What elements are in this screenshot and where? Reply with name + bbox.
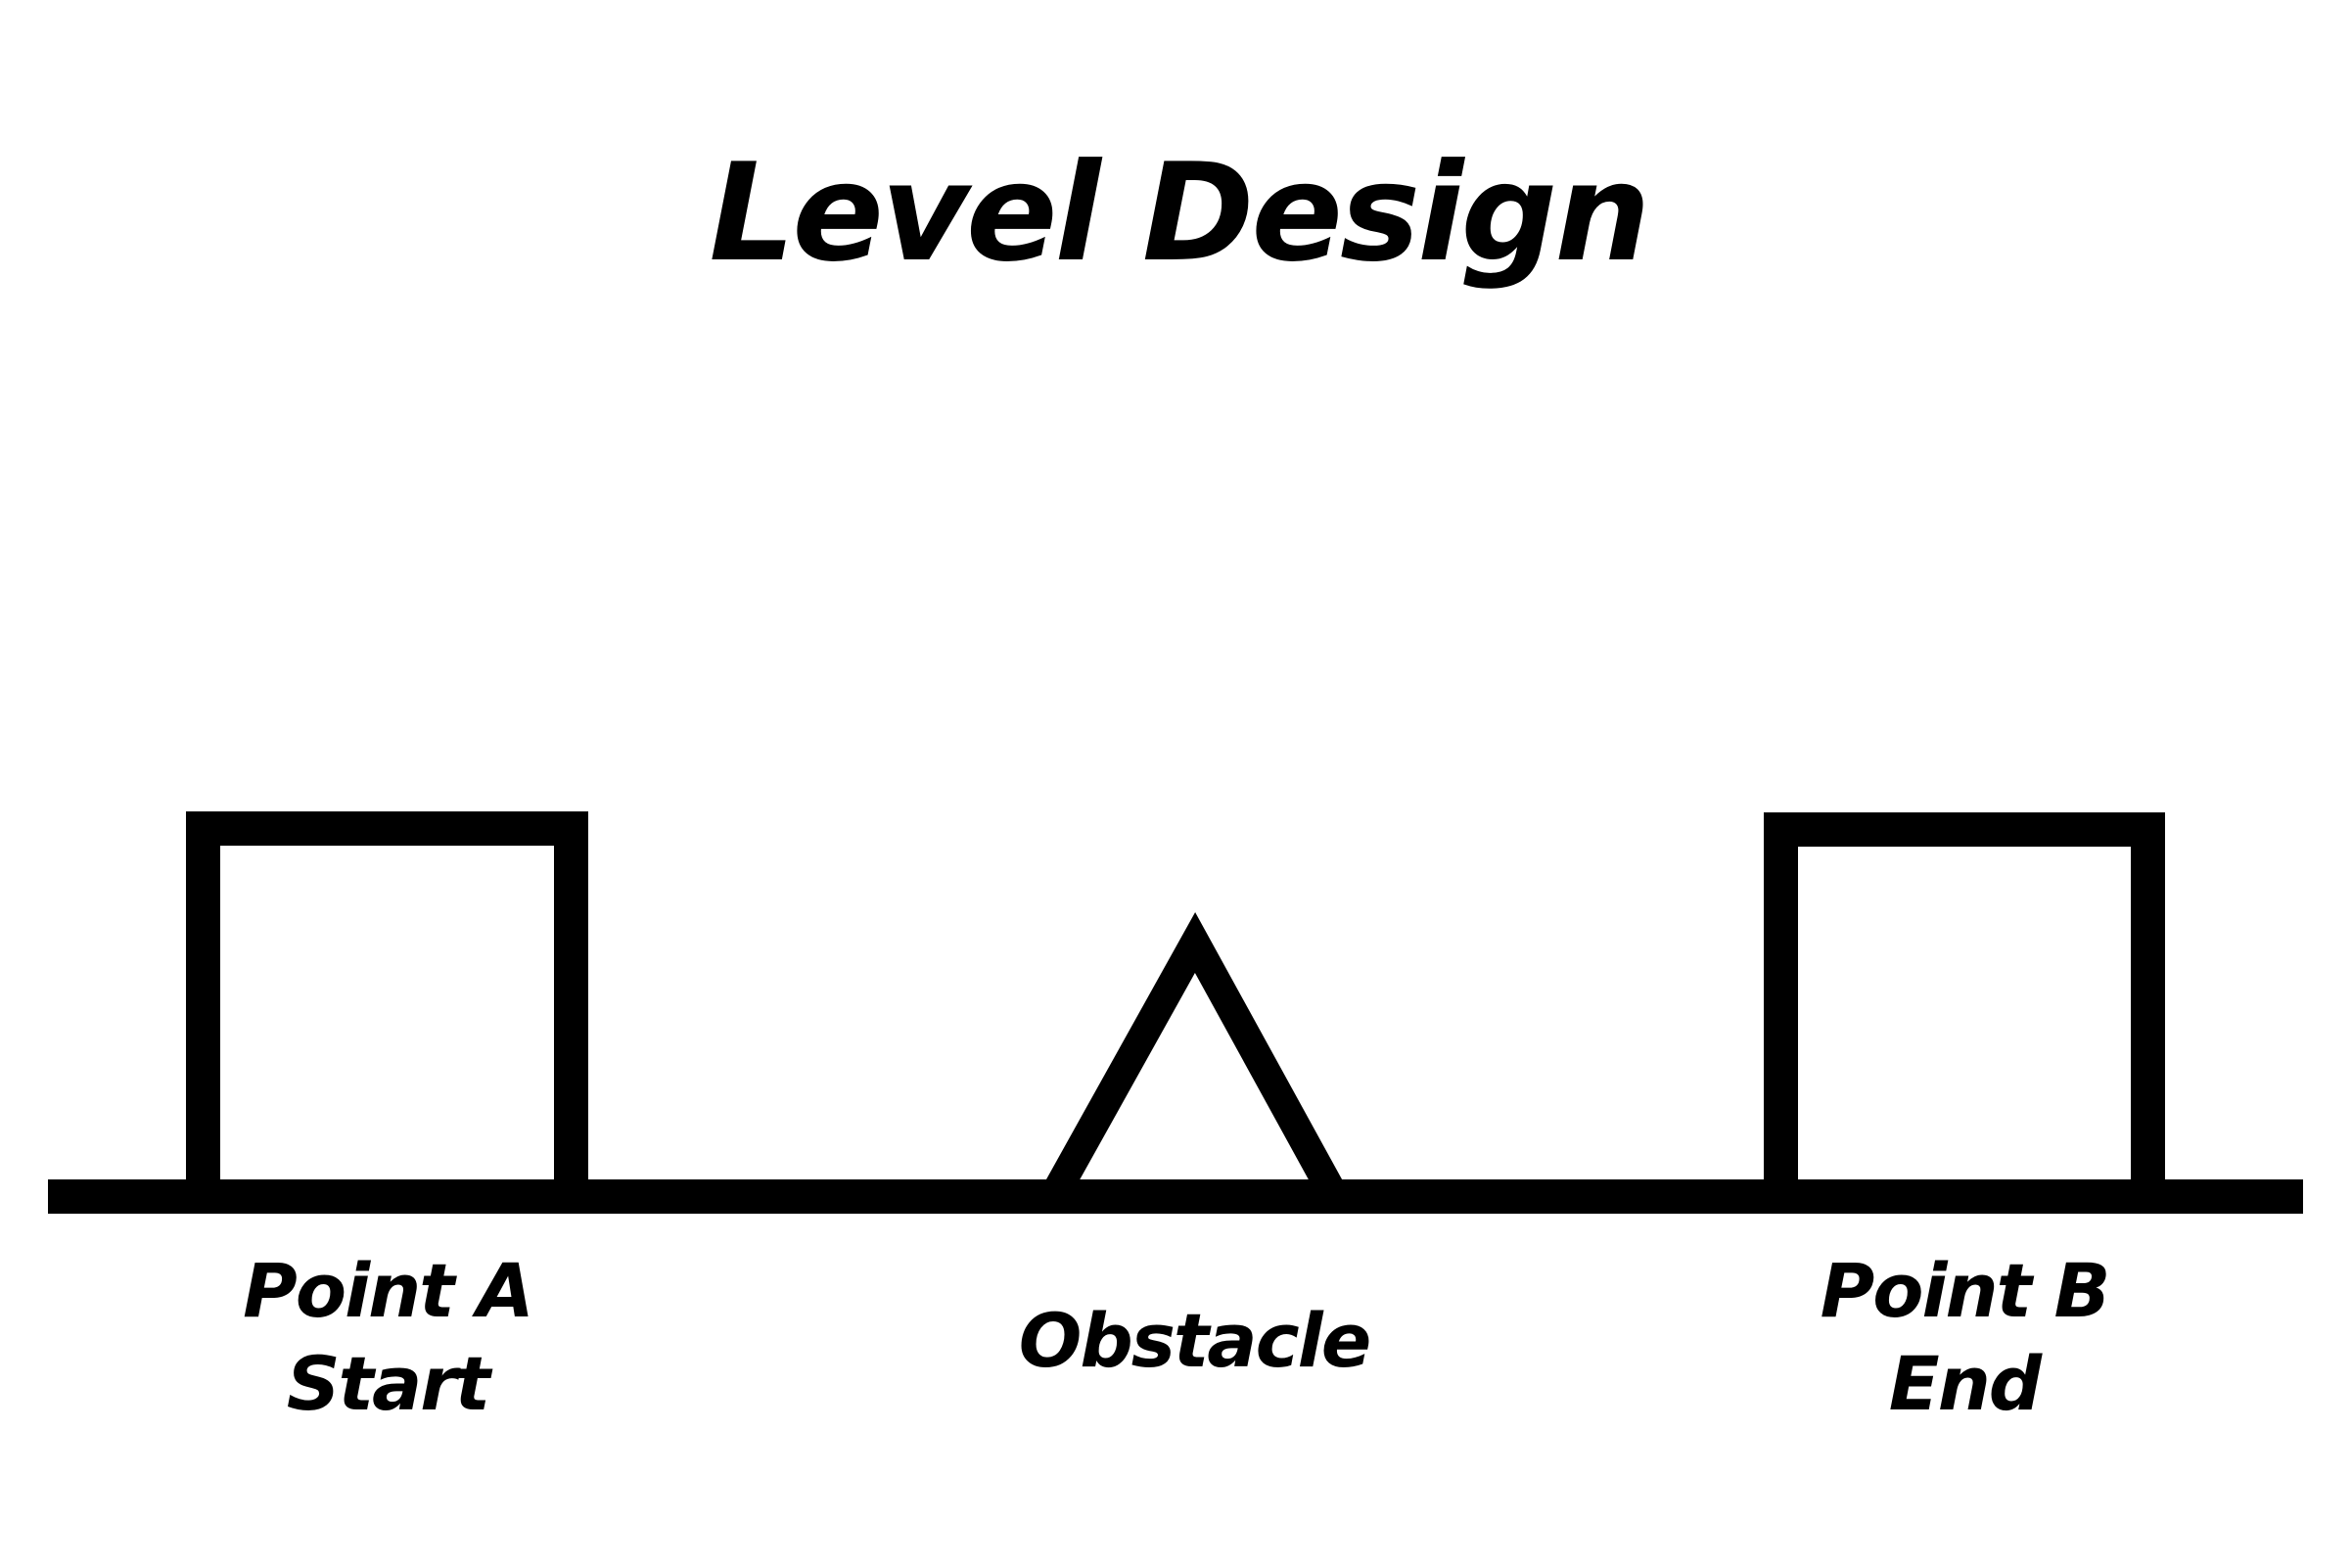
point-b-label-line1: Point B (1821, 1247, 2109, 1334)
point-b-label-line2: End (1889, 1340, 2044, 1427)
obstacle-label: Obstacle (1019, 1297, 1370, 1384)
start-platform-square (186, 811, 588, 1190)
end-platform-square (1764, 812, 2165, 1190)
ground-line (48, 1179, 2303, 1214)
page-title: Level Design (709, 134, 1647, 292)
obstacle-triangle (1043, 912, 1345, 1198)
point-a-label-line1: Point A (243, 1247, 532, 1334)
point-a-label-line2: Start (287, 1340, 493, 1427)
